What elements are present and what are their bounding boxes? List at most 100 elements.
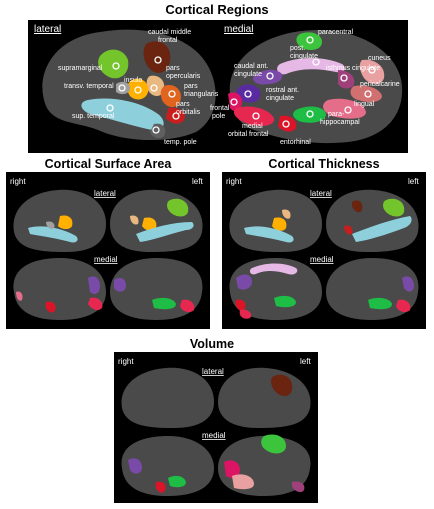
panel-cortical-thickness: right left lateral medial bbox=[222, 172, 426, 329]
region-post-cingulate bbox=[249, 263, 298, 275]
right-lateral-brain bbox=[121, 367, 214, 428]
label-frontal-pole-1: frontal bbox=[210, 105, 230, 112]
view-label-medial: medial bbox=[310, 255, 334, 264]
region-insula bbox=[142, 217, 157, 231]
label-cuneus: cuneus bbox=[368, 55, 391, 62]
region-caudal-ant-cingulate bbox=[88, 276, 100, 294]
region-caudal-ant-cingulate bbox=[114, 278, 126, 292]
label-parahippocampal-2: hippocampal bbox=[320, 119, 360, 126]
region-parahippocampal bbox=[274, 295, 296, 308]
region-medial-orbital-frontal bbox=[396, 299, 411, 313]
label-rostral-ant-cingulate-2: cingulate bbox=[266, 95, 294, 102]
label-post-cingulate-2: cingulate bbox=[290, 53, 318, 60]
marker-pars-opercularis bbox=[150, 84, 158, 92]
region-lingual bbox=[16, 291, 23, 301]
region-pars-opercularis bbox=[130, 215, 139, 225]
label-caudal-ant-cingulate-1: caudal ant. bbox=[234, 63, 268, 70]
side-label-right: right bbox=[10, 177, 26, 186]
marker-isthmus-cingulate bbox=[340, 74, 348, 82]
marker-paracentral bbox=[306, 36, 314, 44]
region-medial-orbital-frontal bbox=[239, 309, 252, 319]
region-supramarginal bbox=[167, 198, 189, 217]
label-parahippocampal-1: para- bbox=[328, 111, 345, 118]
right-medial-brain bbox=[13, 258, 106, 320]
region-pericalcarine bbox=[350, 85, 382, 103]
region-caudal-ant-cingulate bbox=[402, 276, 414, 292]
view-label-lateral: lateral bbox=[34, 24, 61, 35]
region-isthmus-cingulate bbox=[292, 481, 305, 493]
label-sup-temporal: sup. temporal bbox=[72, 113, 115, 120]
marker-entorhinal bbox=[282, 120, 290, 128]
region-entorhinal bbox=[235, 299, 246, 311]
panel-cortical-surface-area: right left lateral medial bbox=[6, 172, 210, 329]
marker-supramarginal bbox=[112, 62, 120, 70]
region-paracentral bbox=[296, 32, 322, 50]
marker-cuneus bbox=[368, 66, 376, 74]
marker-caudal-ant-cingulate bbox=[266, 72, 274, 80]
side-label-left: left bbox=[408, 177, 419, 186]
label-lingual: lingual bbox=[354, 101, 375, 108]
title-volume: Volume bbox=[189, 337, 235, 351]
marker-lingual bbox=[344, 106, 352, 114]
view-label-medial: medial bbox=[224, 24, 253, 35]
label-medial-orbital-frontal-2: orbital frontal bbox=[228, 131, 269, 138]
label-pars-triangularis-1: pars bbox=[184, 83, 198, 90]
label-pars-orbitalis-2: orbitalis bbox=[176, 109, 201, 116]
region-parahippocampal bbox=[152, 297, 176, 310]
region-lingual bbox=[323, 98, 366, 119]
left-medial-brain bbox=[326, 258, 419, 320]
region-frontal-pole bbox=[224, 460, 240, 478]
region-insula bbox=[127, 78, 149, 100]
region-insula bbox=[272, 217, 287, 231]
view-label-medial: medial bbox=[202, 431, 226, 440]
marker-pericalcarine bbox=[364, 90, 372, 98]
view-label-medial: medial bbox=[94, 255, 118, 264]
region-pars-triangularis bbox=[160, 84, 181, 108]
region-sup-temporal bbox=[244, 226, 294, 243]
panel-cortical-regions: lateral medial bbox=[28, 20, 408, 153]
title-cortical-surface-area: Cortical Surface Area bbox=[44, 157, 172, 171]
label-paracentral: paracentral bbox=[318, 29, 353, 36]
side-label-left: left bbox=[192, 177, 203, 186]
marker-temp-pole bbox=[152, 126, 160, 134]
marker-pars-triangularis bbox=[168, 90, 176, 98]
region-pars-opercularis bbox=[282, 209, 291, 219]
region-sup-temporal bbox=[81, 98, 164, 131]
region-transv-temporal bbox=[116, 81, 130, 95]
region-supramarginal bbox=[383, 198, 405, 217]
label-medial-orbital-frontal-1: medial bbox=[242, 123, 263, 130]
region-caudal-middle-frontal bbox=[271, 374, 293, 396]
region-post-cingulate bbox=[277, 58, 345, 75]
region-sup-temporal bbox=[352, 216, 412, 242]
region-caudal-middle-frontal bbox=[352, 200, 363, 213]
marker-medial-orbital-frontal bbox=[252, 112, 260, 120]
region-cuneus bbox=[359, 59, 385, 84]
label-pars-opercularis-1: pars bbox=[166, 65, 180, 72]
marker-post-cingulate bbox=[312, 58, 320, 66]
marker-caudal-middle-frontal bbox=[154, 56, 162, 64]
label-rostral-ant-cingulate-1: rostral ant. bbox=[266, 87, 299, 94]
region-caudal-ant-cingulate bbox=[128, 458, 142, 474]
marker-rostral-ant-cingulate bbox=[244, 90, 252, 98]
label-temp-pole: temp. pole bbox=[164, 139, 197, 146]
title-cortical-thickness: Cortical Thickness bbox=[268, 157, 380, 171]
region-entorhinal bbox=[45, 301, 56, 313]
region-rostral-ant-cingulate bbox=[236, 84, 261, 103]
left-medial-brain bbox=[110, 258, 203, 320]
view-label-lateral: lateral bbox=[310, 189, 332, 198]
label-caudal-middle-frontal-2: frontal bbox=[158, 37, 178, 44]
marker-parahippocampal bbox=[306, 110, 314, 118]
left-lateral-brain bbox=[110, 189, 203, 252]
region-pars-orbitalis bbox=[166, 107, 185, 124]
region-parahippocampal bbox=[368, 297, 392, 310]
region-medial-orbital-frontal bbox=[233, 106, 275, 126]
region-sup-temporal bbox=[136, 222, 194, 242]
label-caudal-ant-cingulate-2: cingulate bbox=[234, 71, 262, 78]
title-cortical-regions: Cortical Regions bbox=[165, 2, 269, 17]
side-label-left: left bbox=[300, 357, 311, 366]
region-medial-orbital-frontal bbox=[180, 299, 195, 313]
region-entorhinal bbox=[278, 115, 297, 132]
side-label-right: right bbox=[118, 357, 134, 366]
region-parahippocampal bbox=[293, 106, 326, 123]
marker-insula bbox=[134, 86, 142, 94]
